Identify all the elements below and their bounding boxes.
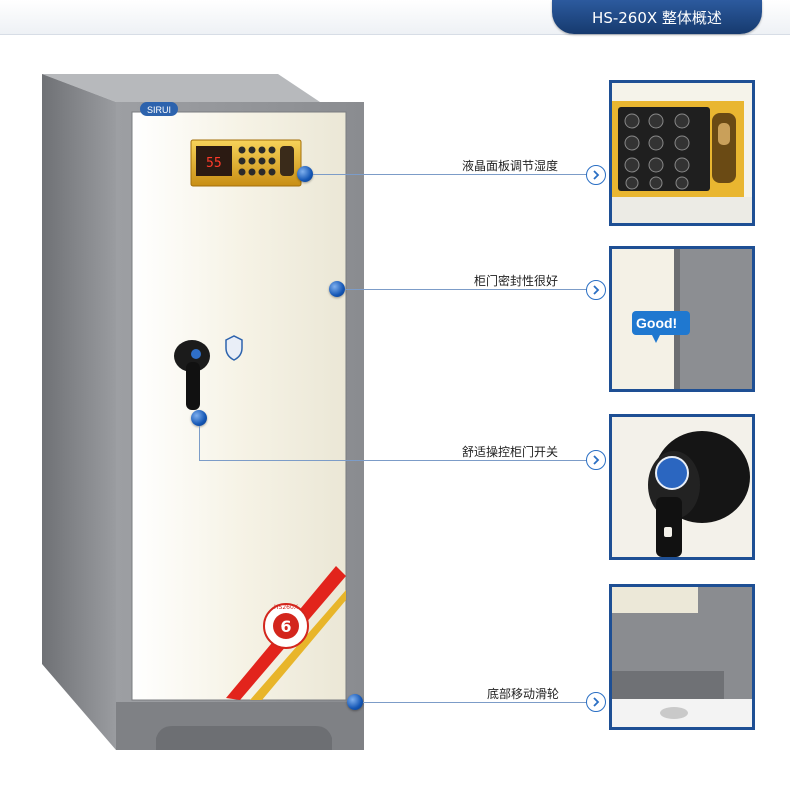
callout-dot-wheels [347, 694, 363, 710]
shield-icon [225, 335, 243, 361]
detail-image-door-handle [609, 414, 755, 560]
leader-line-wheels [363, 702, 587, 703]
feature-label-panel: 液晶面板调节湿度 [462, 159, 559, 173]
leader-line-seal [345, 289, 587, 290]
chevron-right-icon[interactable] [586, 692, 606, 712]
keypad [238, 146, 276, 176]
dry-cabinet-image: SIRUI 55 6 HS260X [42, 74, 364, 750]
callout-dot-handle [191, 410, 207, 426]
brand-logo [140, 102, 178, 116]
fingerprint-reader [280, 146, 294, 176]
seal-model: HS260X [274, 604, 298, 611]
feature-label-handle: 舒适操控柜门开关 [462, 445, 559, 459]
leader-line-handle-vertical [199, 426, 200, 460]
detail-image-wheels [609, 584, 755, 730]
callout-dot-seal [329, 281, 345, 297]
brand-text: SIRUI [147, 105, 171, 115]
feature-label-seal: 柜门密封性很好 [474, 274, 559, 288]
top-header-bar: HS-260X 整体概述 [0, 0, 790, 35]
leader-line-panel [313, 174, 587, 175]
feature-label-wheels: 底部移动滑轮 [487, 687, 560, 701]
chevron-right-icon[interactable] [586, 450, 606, 470]
warranty-number: 6 [280, 617, 291, 636]
chevron-right-icon[interactable] [586, 165, 606, 185]
chevron-right-icon[interactable] [586, 280, 606, 300]
callout-dot-panel [297, 166, 313, 182]
title-tab: HS-260X 整体概述 [552, 0, 762, 34]
leader-line-handle [199, 460, 587, 461]
good-badge: Good! [636, 315, 678, 331]
detail-image-control-panel [609, 80, 755, 226]
detail-image-door-seal: Good! [609, 246, 755, 392]
cabinet-side [42, 74, 116, 750]
page-title: HS-260X 整体概述 [592, 9, 722, 27]
lcd-digits: 55 [206, 156, 222, 171]
lcd-display [196, 146, 232, 176]
